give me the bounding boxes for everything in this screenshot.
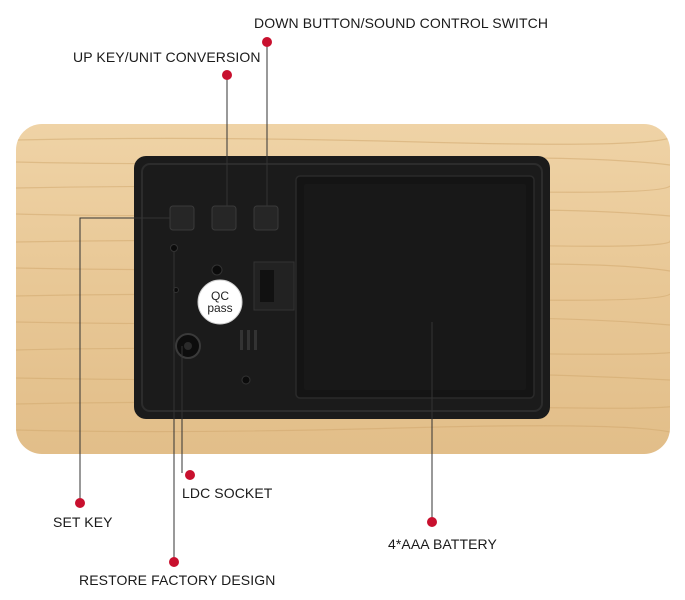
label-battery: 4*AAA BATTERY (388, 536, 497, 552)
label-restore: RESTORE FACTORY DESIGN (79, 572, 276, 588)
marker-restore (169, 557, 179, 567)
label-down-button: DOWN BUTTON/SOUND CONTROL SWITCH (254, 15, 549, 31)
battery-latch (253, 261, 295, 311)
down-button[interactable] (253, 205, 279, 231)
ldc-socket[interactable] (175, 333, 201, 359)
battery-cover (295, 175, 535, 399)
marker-battery (427, 517, 437, 527)
markers (75, 37, 437, 567)
qc-sticker (197, 279, 243, 325)
marker-down (262, 37, 272, 47)
qc-line1: QC (211, 289, 229, 303)
up-button[interactable] (211, 205, 237, 231)
screw-hole (241, 375, 251, 385)
reset-hole[interactable] (170, 244, 178, 252)
leader-lines (79, 43, 433, 561)
qc-sticker-text: QC pass (196, 290, 244, 314)
marker-set (75, 498, 85, 508)
marker-up (222, 70, 232, 80)
label-set-key: SET KEY (53, 514, 113, 530)
label-ldc-socket: LDC SOCKET (182, 485, 273, 501)
qc-line2: pass (207, 301, 233, 315)
marker-ldc (185, 470, 195, 480)
sensor-hole (211, 264, 223, 276)
label-up-key: UP KEY/UNIT CONVERSION (73, 49, 261, 65)
vent-slots (240, 330, 257, 350)
set-button[interactable] (169, 205, 195, 231)
